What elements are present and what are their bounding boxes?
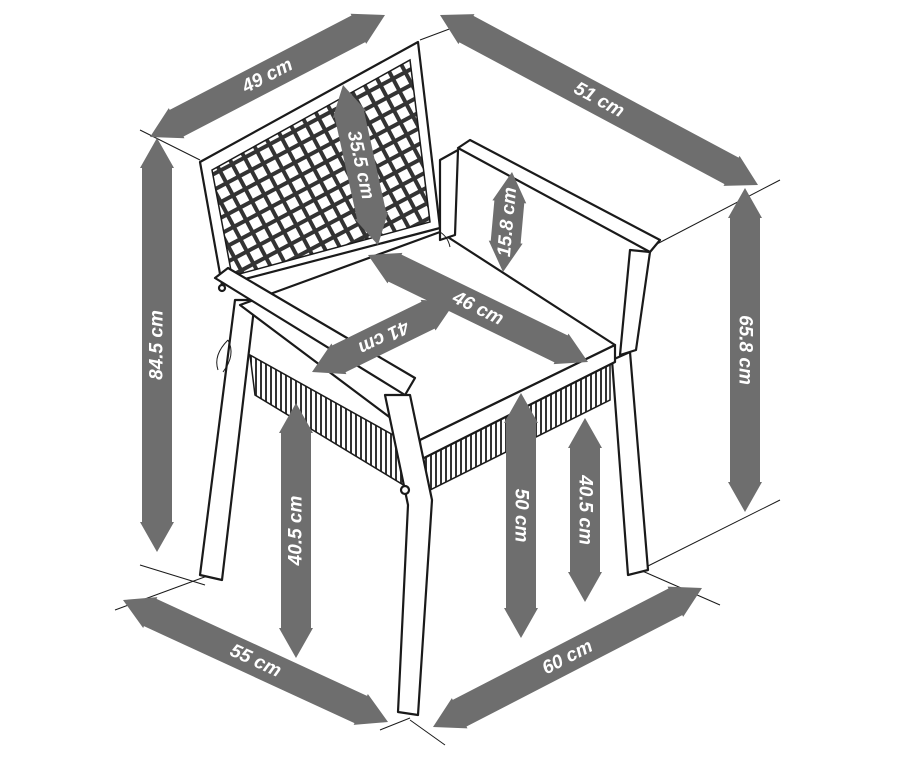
right-armrest (456, 138, 662, 254)
double-arrow-icon (140, 138, 174, 552)
dimension-leg-height-left: 40.5 cm (279, 403, 313, 658)
screw-icon (217, 283, 227, 293)
back-left-leg (198, 298, 257, 582)
back-right-leg (610, 350, 650, 577)
double-arrow-icon (332, 85, 389, 245)
right-arm-post (618, 248, 652, 357)
cushion-tie (216, 339, 232, 373)
dimension-label: 50 cm (511, 489, 532, 543)
double-arrow-icon (279, 403, 313, 658)
front-leg (383, 393, 434, 717)
double-arrow-icon (123, 597, 388, 725)
double-arrow-icon (440, 14, 759, 186)
dimension-leg-height-right: 40.5 cm (568, 418, 602, 602)
cushion-tie (439, 231, 451, 248)
double-arrow-icon (312, 299, 456, 375)
double-arrow-icon (504, 393, 538, 638)
dimension-total-height: 84.5 cm (140, 138, 174, 552)
dimension-armrest-height-above-seat: 15.8 cm (488, 172, 527, 272)
dimension-label: 40.5 cm (575, 474, 596, 545)
dimension-armrest-height: 65.8 cm (728, 188, 762, 512)
dimension-depth-bottom: 60 cm (433, 586, 702, 729)
double-arrow-icon (568, 418, 602, 602)
dimension-label: 65.8 cm (735, 315, 756, 385)
dimension-depth-top: 51 cm (440, 14, 759, 186)
double-arrow-icon (150, 13, 385, 139)
double-arrow-icon (728, 188, 762, 512)
dimension-width-bottom: 55 cm (123, 597, 388, 725)
double-arrow-icon (488, 172, 527, 272)
right-arm-back (438, 148, 460, 242)
dimension-seat-height: 50 cm (504, 393, 538, 638)
dimension-label: 84.5 cm (147, 310, 168, 380)
double-arrow-icon (368, 252, 588, 365)
double-arrow-icon (433, 586, 702, 729)
screw-icon (399, 484, 411, 496)
dimension-label: 40.5 cm (286, 496, 307, 567)
